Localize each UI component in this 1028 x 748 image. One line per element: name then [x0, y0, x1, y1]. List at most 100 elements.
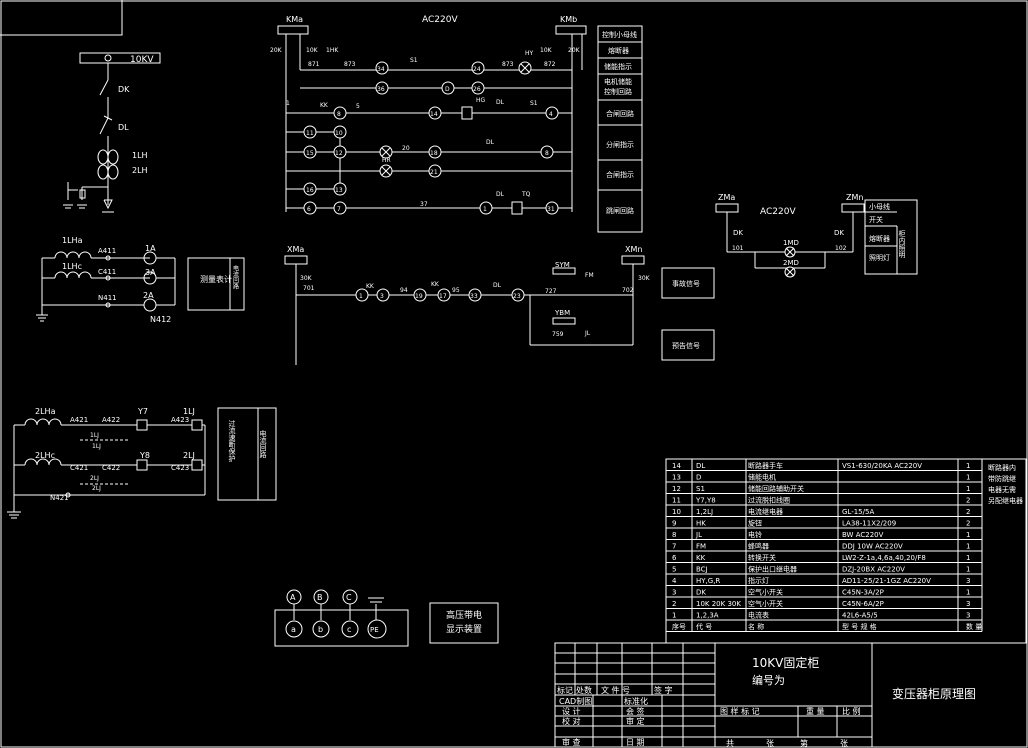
node-11: 8	[545, 150, 549, 157]
xm-right-label: XMn	[625, 245, 642, 254]
stage-header-1: 重 量	[806, 706, 825, 716]
stage-header-0: 图 样 标 记	[720, 706, 760, 716]
mid-node-1: 3	[380, 293, 384, 300]
bom-cell: 11	[672, 497, 681, 505]
bom-cell: 转换开关	[748, 553, 776, 562]
legend-6: 分闸指示	[606, 140, 634, 149]
bus-right-label: KMb	[560, 15, 577, 24]
right-label-0: DK	[733, 229, 743, 237]
top-label-1: 10K	[306, 47, 319, 54]
sheet-3: 张	[840, 739, 848, 748]
bom-cell: DK	[696, 589, 706, 597]
top-label-2: 1HK	[326, 47, 339, 54]
node-4: 8	[337, 111, 341, 118]
top-label-14: HG	[476, 97, 486, 104]
node-16: 6	[307, 206, 311, 213]
bom-cell: 4	[672, 577, 677, 585]
bom-cell: 3	[966, 600, 970, 608]
sign-1-0: 设 计	[562, 706, 581, 716]
bom-header: 序号	[672, 622, 686, 631]
bom-cell: BW AC220V	[842, 531, 884, 539]
mid-label-14: JL	[584, 330, 591, 337]
mid-label-9: FM	[585, 272, 594, 279]
rev-header-1: 处数	[576, 685, 592, 695]
ct-label-5: 3A	[145, 268, 156, 277]
hv-label-line2: 显示装置	[446, 623, 482, 635]
node-12: 12	[335, 150, 343, 157]
lighting-circuit: AC220V ZMa ZMn DK DK 101 102 1MD 2MD 小母线…	[715, 193, 918, 278]
prot-label-10: C422	[102, 464, 120, 472]
bom-cell: 6	[672, 554, 677, 562]
hv-bottom-2: c	[347, 625, 351, 634]
legend-3: 电机储能	[604, 77, 632, 86]
bom-cell: 指示灯	[748, 576, 769, 585]
primary-label-2: DL	[118, 123, 129, 132]
mid-label-4: KK	[431, 281, 440, 288]
rev-header-3: 签 字	[654, 685, 673, 695]
bom-side-note: 电器无需	[988, 485, 1016, 494]
bom-cell: 电铃	[748, 530, 762, 539]
node-10: 18	[430, 150, 438, 157]
mid-node-4: 33	[470, 293, 478, 300]
ct-side-label: 电流回路	[232, 264, 239, 290]
right-title: AC220V	[760, 207, 796, 217]
bom-cell: 1,2LJ	[696, 508, 713, 516]
prot-label-0: 2LHa	[35, 407, 56, 416]
top-label-11: 1	[286, 100, 290, 107]
hv-phase-0: A	[290, 593, 296, 602]
mid-label-8: SYM	[555, 261, 570, 269]
bom-cell: 旋钮	[748, 519, 762, 528]
bom-cell: Y7,Y8	[695, 497, 716, 505]
node-5: 14	[430, 111, 438, 118]
right-side-label: 柜内照明	[898, 229, 906, 259]
bom-cell: 14	[672, 462, 681, 470]
bom-cell: 5	[672, 566, 676, 574]
bom-cell: DDJ 10W AC220V	[842, 543, 903, 551]
node-3: 26	[473, 86, 481, 93]
sheet-0: 共	[726, 739, 734, 748]
signal-box-2: 预告信号	[672, 341, 700, 350]
node-8: 10	[335, 130, 343, 137]
bus-left-label: KMa	[286, 15, 303, 24]
top-label-17: DL	[486, 139, 495, 146]
legend-4: 控制回路	[604, 87, 632, 96]
bom-cell: VS1-630/20KA AC220V	[842, 462, 922, 470]
top-label-16: 5	[356, 103, 360, 110]
bom-cell: 13	[672, 474, 681, 482]
primary-label-4: 2LH	[132, 166, 148, 175]
drawing-name: 变压器柜原理图	[892, 686, 976, 701]
right-label-1: DK	[834, 229, 844, 237]
bom-cell: AD11-25/21-1GZ AC220V	[842, 577, 931, 585]
mid-label-11: 30K	[638, 275, 651, 282]
prot-label-9: C421	[70, 464, 88, 472]
prot-label-14: 2LJ	[90, 475, 99, 482]
prot-label-2: A422	[102, 416, 120, 424]
prot-label-11: Y8	[139, 451, 150, 460]
rev-header-2: 文 件 号	[601, 685, 630, 695]
bom-cell: 1	[966, 566, 970, 574]
sign-3-1: 日 期	[626, 738, 645, 747]
bom-cell: 3	[966, 612, 970, 620]
node-18: 1	[483, 206, 487, 213]
rev-header-0: 标记	[557, 685, 573, 695]
bom-cell: 1	[966, 462, 970, 470]
bom-cell: LA38-11X2/209	[842, 520, 896, 528]
ct-label-3: 1LHc	[62, 262, 82, 271]
bom-header: 代 号	[696, 622, 712, 631]
primary-label-3: 1LH	[132, 151, 148, 160]
node-15: 16	[306, 187, 314, 194]
right-label-5: 2MD	[783, 259, 799, 267]
hv-phase-1: B	[317, 593, 323, 602]
top-label-21: DL	[496, 191, 505, 198]
top-label-22: TQ	[521, 191, 531, 198]
bom-side-note: 另配继电器	[988, 496, 1023, 505]
prot-label-13: C423	[171, 464, 189, 472]
node-13: 13	[335, 187, 343, 194]
bom-cell: GL-15/5A	[842, 508, 874, 516]
mid-label-5: 95	[452, 287, 460, 294]
bom-cell: 10	[672, 508, 681, 516]
prot-box-label: 过流速断保护	[228, 419, 236, 463]
top-label-0: 20K	[270, 47, 283, 54]
top-label-6: 873	[502, 61, 514, 68]
